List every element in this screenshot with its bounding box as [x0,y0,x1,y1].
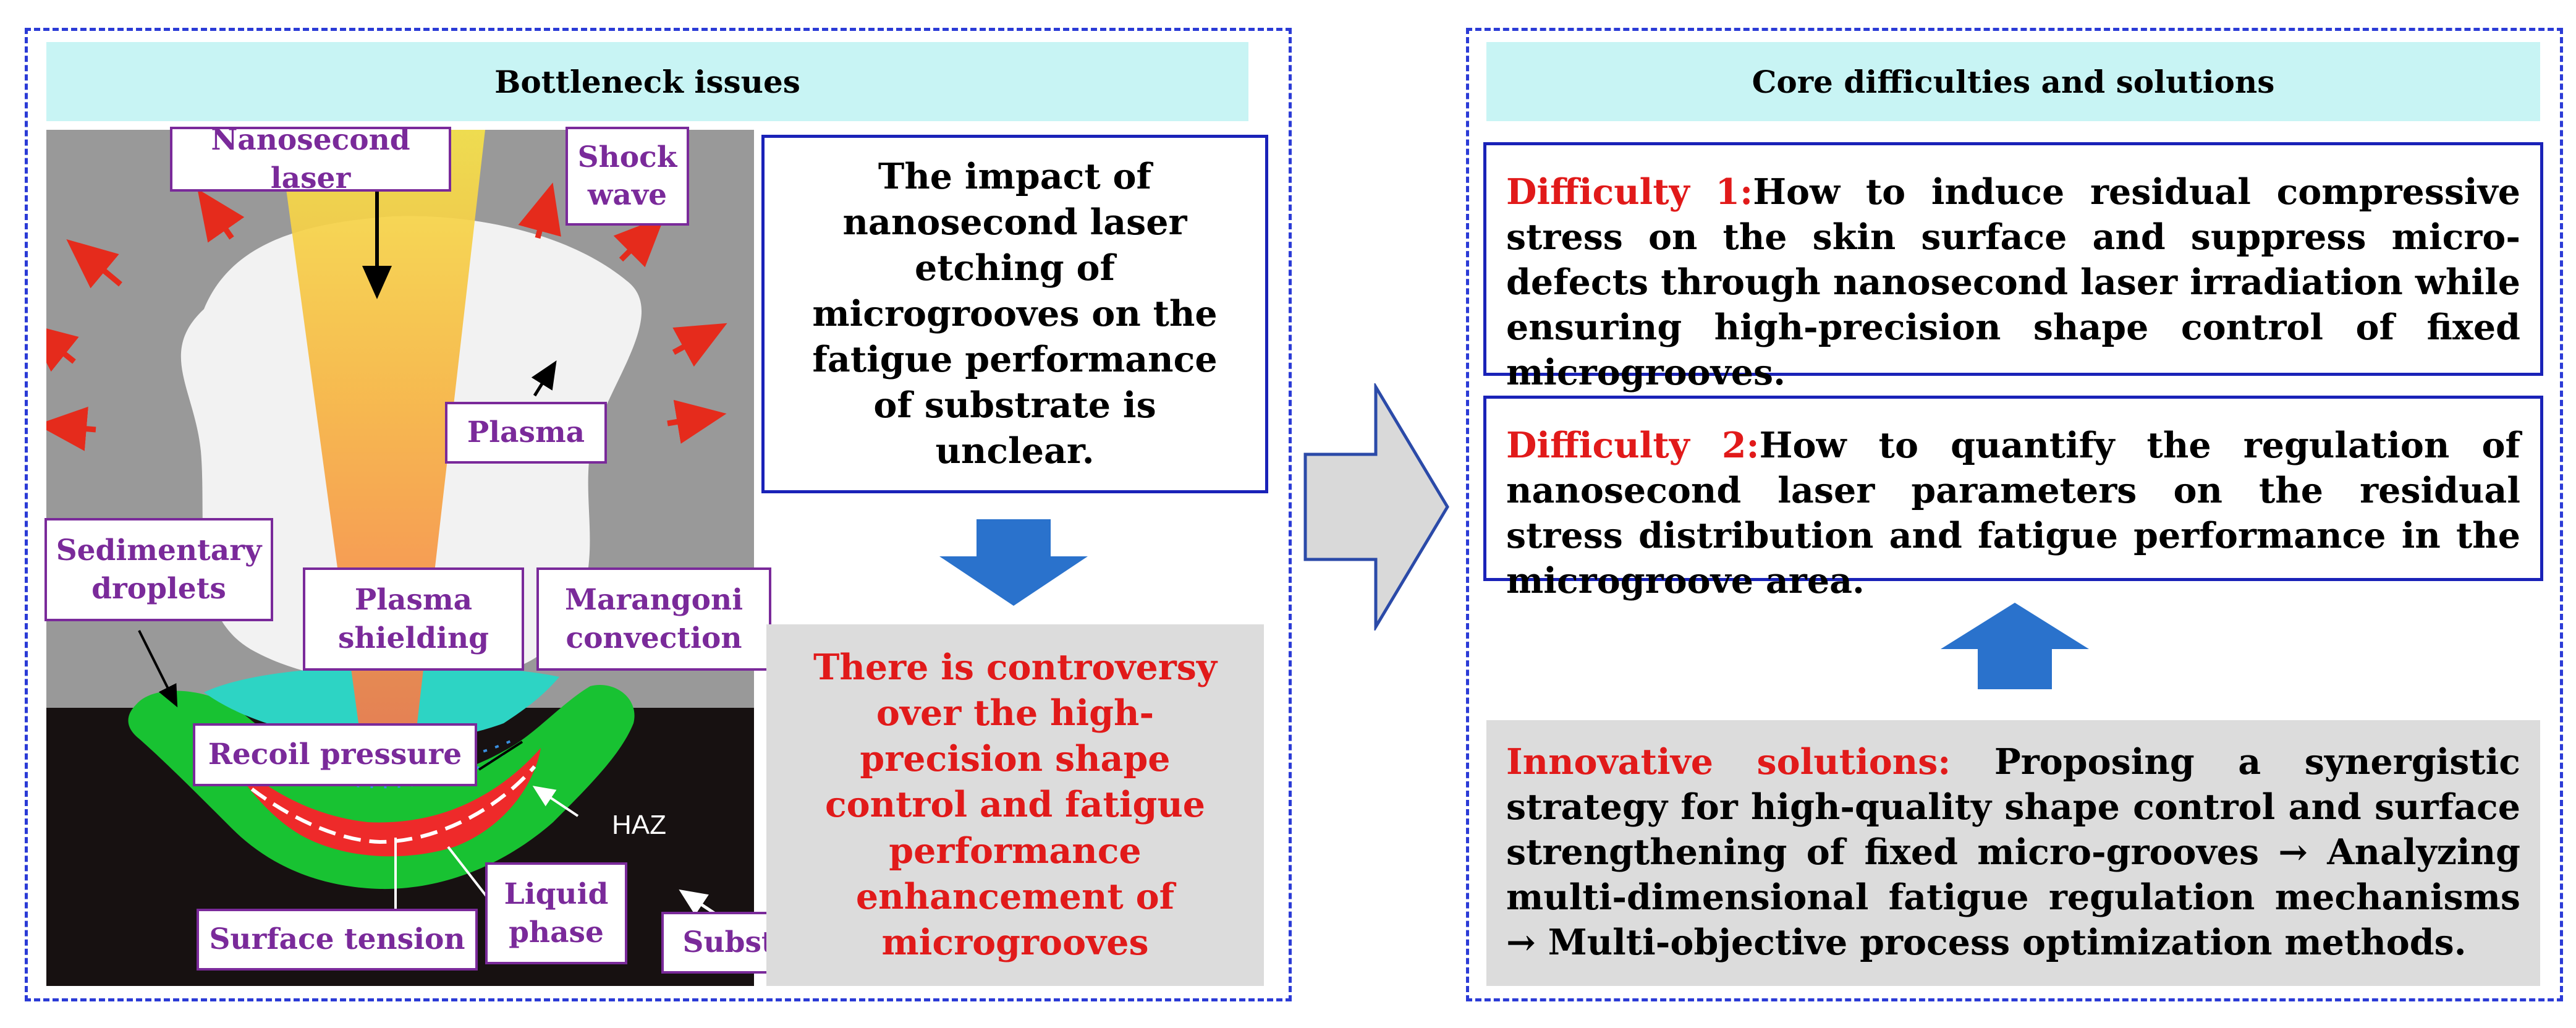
label-plasma-shielding: Plasma shielding [303,567,524,671]
label-shock-wave: Shock wave [566,127,689,226]
controversy-box: There is controversy over the high-preci… [766,624,1264,986]
solutions-label: Innovative solutions: [1506,741,1951,783]
difficulty-2-paragraph: Difficulty 2:How to quantify the regulat… [1506,423,2520,604]
solutions-paragraph: Innovative solutions: Proposing a synerg… [1506,740,2520,966]
surface-line [231,765,536,844]
difficulty-2-label: Difficulty 2: [1506,425,1760,466]
difficulty-1-paragraph: Difficulty 1:How to induce residual comp… [1506,170,2520,396]
difficulty-1-text: How to induce residual compressive stres… [1506,171,2520,393]
label-sedimentary-droplets: Sedimentary droplets [44,518,273,621]
difficulty-1-label: Difficulty 1: [1506,171,1753,213]
difficulty-2-box: Difficulty 2:How to quantify the regulat… [1483,396,2543,601]
difficulty-2-text: How to quantify the regulation of nanose… [1506,425,2520,601]
label-recoil-pressure: Recoil pressure [193,723,477,786]
shock-wave-arrows [46,182,727,451]
solutions-text: Proposing a synergistic strategy for hig… [1506,741,2521,963]
recoil-arrow [478,741,523,771]
solutions-box: Innovative solutions: Proposing a synerg… [1486,720,2540,986]
droplet-arrow [138,630,178,708]
label-haz: HAZ [612,810,666,840]
liquid-phase-region [226,748,541,857]
label-plasma: Plasma [445,402,607,464]
down-arrow-icon [939,519,1088,606]
liquid-arrow [447,846,493,904]
impact-statement-box: The impact of nanosecond laser etching o… [761,135,1268,493]
left-panel-header: Bottleneck issues [46,42,1248,121]
label-surface-tension: Surface tension [197,909,478,971]
right-arrow-icon [1303,383,1449,631]
plasma-arrow [531,360,557,397]
impact-statement-text: The impact of nanosecond laser etching o… [812,155,1218,472]
controversy-text: There is controversy over the high-preci… [813,647,1218,963]
up-arrow-icon [1941,603,2089,689]
label-liquid-phase: Liquid phase [485,862,627,964]
label-marangoni-convection: Marangoni convection [536,567,771,671]
right-panel [1466,28,2563,1001]
difficulty-1-box: Difficulty 1:How to induce residual comp… [1483,142,2543,393]
right-panel-header: Core difficulties and solutions [1486,42,2540,121]
haz-arrow [532,786,579,817]
left-panel [25,28,1292,1001]
label-nanosecond-laser: Nanosecond laser [170,123,451,195]
